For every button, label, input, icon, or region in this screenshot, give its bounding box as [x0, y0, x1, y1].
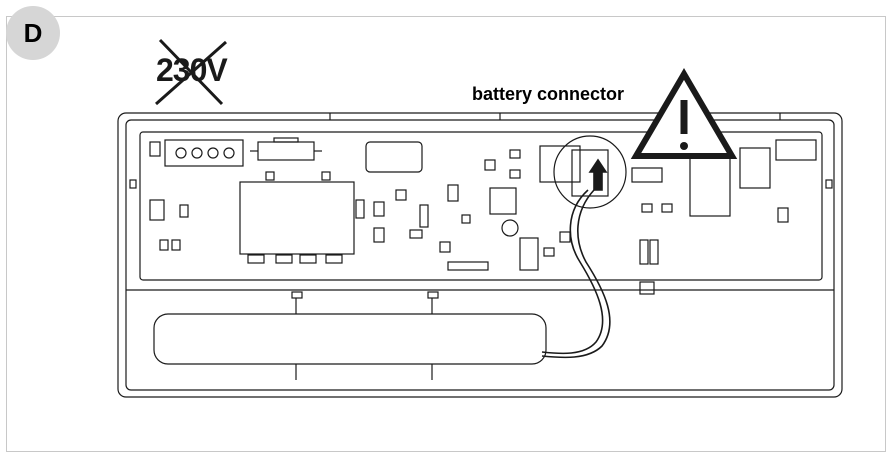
small-components	[149, 149, 571, 271]
figure-frame	[6, 16, 886, 452]
right-components	[129, 139, 833, 295]
step-badge: D	[6, 6, 60, 60]
terminal-block	[149, 139, 244, 167]
battery-connector-label: battery connector	[472, 84, 625, 104]
voltage-label: 230V	[156, 52, 228, 88]
fuse	[250, 137, 322, 161]
transformer	[239, 171, 355, 264]
housing-outline	[117, 112, 843, 398]
battery-pack	[153, 291, 547, 380]
capacitor	[365, 141, 423, 173]
battery-cable	[541, 189, 611, 359]
step-letter: D	[23, 17, 43, 48]
cross-out-icon	[155, 38, 227, 106]
arrow-up-icon	[588, 158, 608, 191]
warning-triangle-icon	[630, 68, 738, 159]
